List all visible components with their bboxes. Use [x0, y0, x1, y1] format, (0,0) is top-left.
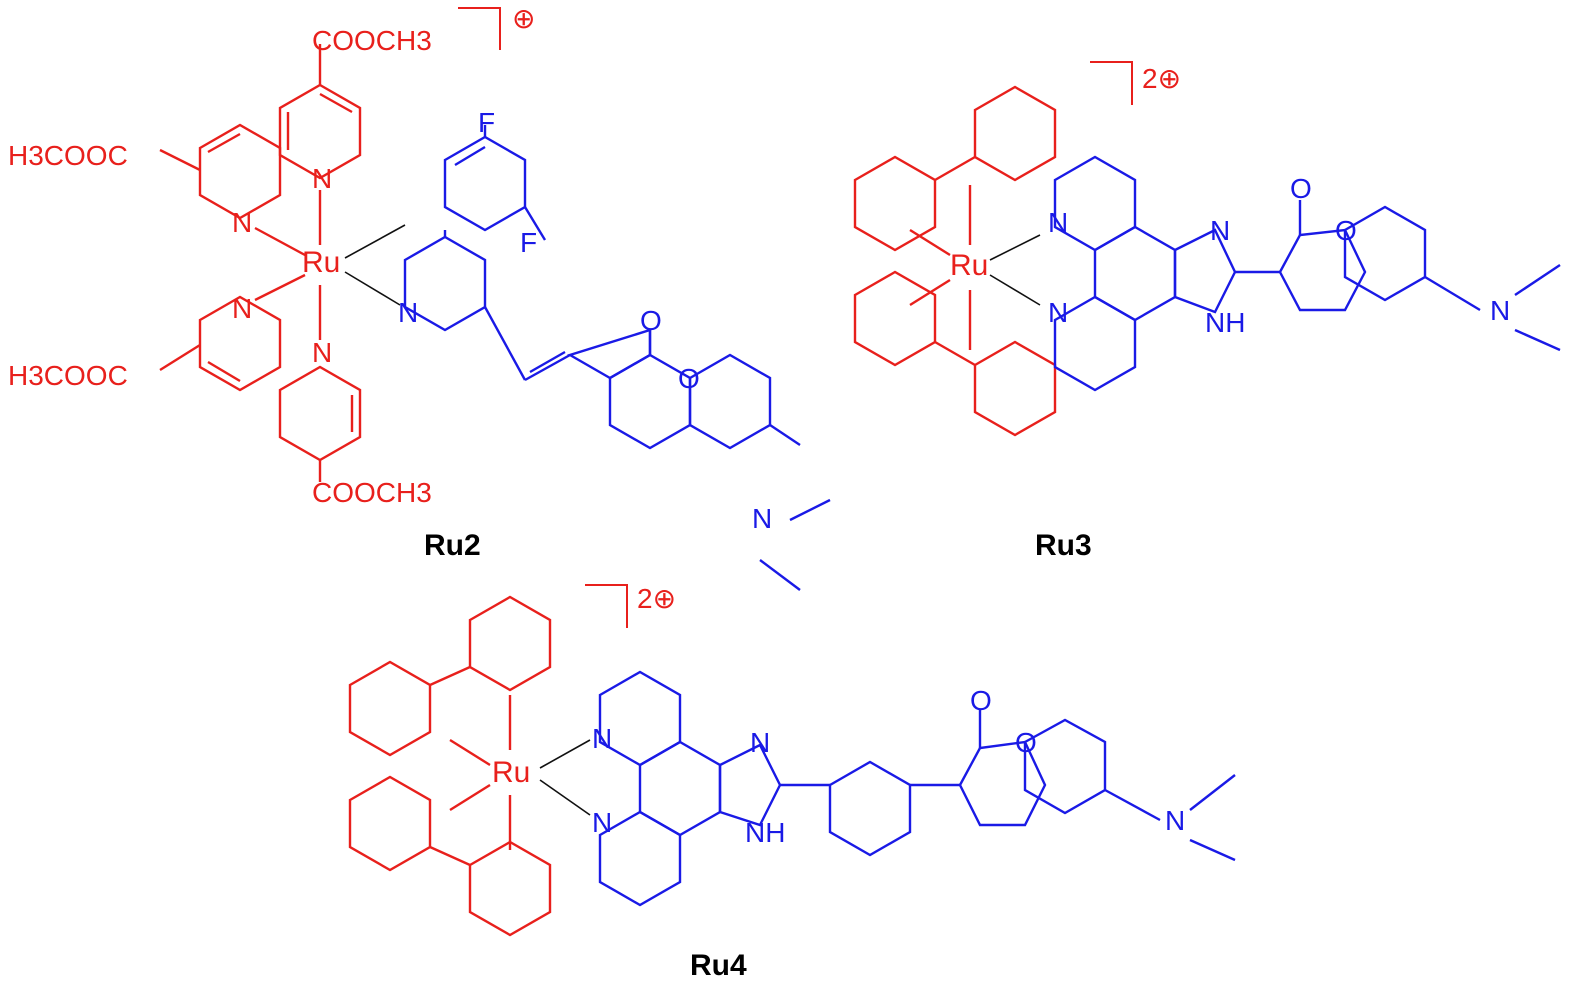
ru3-caption: Ru3: [1035, 529, 1092, 562]
ru3-nh: NH: [1205, 307, 1245, 338]
ru2-o-ring: O: [678, 363, 700, 394]
ru3-n-upper: N: [1048, 207, 1068, 238]
ru3-coordination-bonds: [989, 234, 1041, 306]
ru2-f-right: F: [520, 227, 537, 258]
ru2-n2: N: [232, 207, 252, 238]
ru2-n-amine: N: [752, 503, 772, 534]
ru4-o-ring: O: [1015, 727, 1037, 758]
ru4-caption: Ru4: [690, 949, 747, 982]
ru4-blue-labels: N N N NH O O N: [592, 685, 1185, 848]
ru2-coordination-bonds: [344, 224, 406, 306]
ru2-charge: ⊕: [512, 3, 535, 34]
ru4-coordination-bonds: [539, 739, 591, 816]
ru2-n4: N: [312, 337, 332, 368]
ru2-coumarin-ppy-ligand: [403, 125, 831, 591]
ru2-ester-left-top: H3COOC: [8, 140, 128, 171]
ru2-ester-bottom: COOCH3: [312, 477, 432, 508]
ru4-metal: Ru: [492, 756, 530, 789]
ru4-charge: 2⊕: [637, 583, 676, 614]
ru2-n1: N: [312, 163, 332, 194]
ru3-charge: 2⊕: [1142, 63, 1181, 94]
ru4-n-imid: N: [750, 727, 770, 758]
ru2-ester-left-bottom: H3COOC: [8, 360, 128, 391]
ru2-bipyridine-ligands: [159, 44, 362, 482]
ru4-n-upper: N: [592, 723, 612, 754]
ru3-phenanthroline-coumarin-ligand: [1053, 155, 1561, 392]
ru3-n-amine: N: [1490, 295, 1510, 326]
ru3-bipyridine-ligands: [853, 85, 1057, 437]
ru4-phenanthroline-coumarin-ligand: [598, 670, 1236, 907]
compound-ru2: COOCH3 H3COOC H3COOC COOCH3 N N N N Ru ⊕…: [8, 3, 831, 591]
ru2-blue-labels: F F N O O N: [398, 107, 772, 534]
compound-ru4: Ru 2⊕ N N N NH O O N Ru4: [348, 583, 1236, 982]
ru2-n3: N: [232, 293, 252, 324]
ru2-ester-top: COOCH3: [312, 25, 432, 56]
ru4-o-carbonyl: O: [970, 685, 992, 716]
ru3-n-imid: N: [1210, 215, 1230, 246]
ru3-o-ring: O: [1335, 215, 1357, 246]
ru2-metal: Ru: [302, 246, 340, 279]
ru4-n-amine: N: [1165, 805, 1185, 836]
ru3-o-carbonyl: O: [1290, 173, 1312, 204]
ru3-blue-labels: N N N NH O O N: [1048, 173, 1510, 338]
ru4-n-lower: N: [592, 807, 612, 838]
compound-ru3: Ru 2⊕ N N N NH O O N Ru3: [853, 61, 1561, 562]
ru3-metal: Ru: [950, 249, 988, 282]
ru3-n-lower: N: [1048, 297, 1068, 328]
ru4-bipyridine-ligands: [348, 595, 552, 937]
ru2-f-top: F: [478, 107, 495, 138]
ru4-nh: NH: [745, 817, 785, 848]
ru2-caption: Ru2: [424, 529, 481, 562]
ru2-o-carbonyl: O: [640, 305, 662, 336]
ru2-n-ppy: N: [398, 297, 418, 328]
ru2-red-labels: COOCH3 H3COOC H3COOC COOCH3 N N N N: [8, 25, 432, 508]
